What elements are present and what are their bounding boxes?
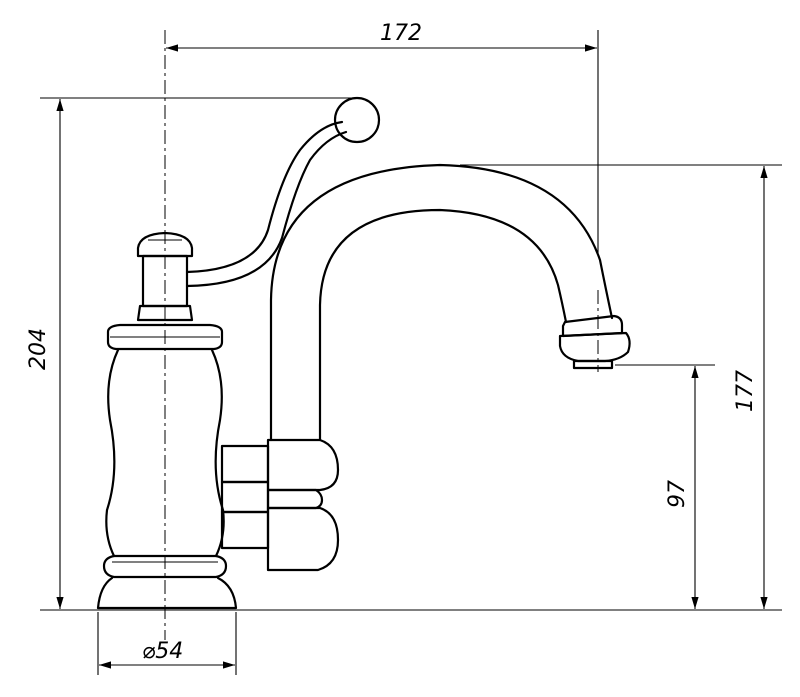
dimension-97-label: 97 (665, 480, 690, 508)
faucet-body (96, 323, 238, 610)
dimension-diameter-54-label: ⌀54 (142, 639, 183, 664)
lever-ball (333, 96, 381, 144)
dimension-204-label: 204 (26, 328, 51, 370)
dimension-177-label: 177 (733, 370, 758, 412)
dimension-172: 172 (166, 21, 599, 255)
dimension-172-label: 172 (380, 21, 422, 46)
dimension-diameter-54: ⌀54 (97, 612, 237, 675)
dimension-97: 97 (615, 364, 715, 609)
dimension-177: 177 (460, 164, 782, 609)
spout (269, 163, 631, 442)
lever-handle (136, 96, 381, 322)
dimension-204: 204 (26, 97, 355, 609)
body-spout-connector (220, 438, 340, 572)
